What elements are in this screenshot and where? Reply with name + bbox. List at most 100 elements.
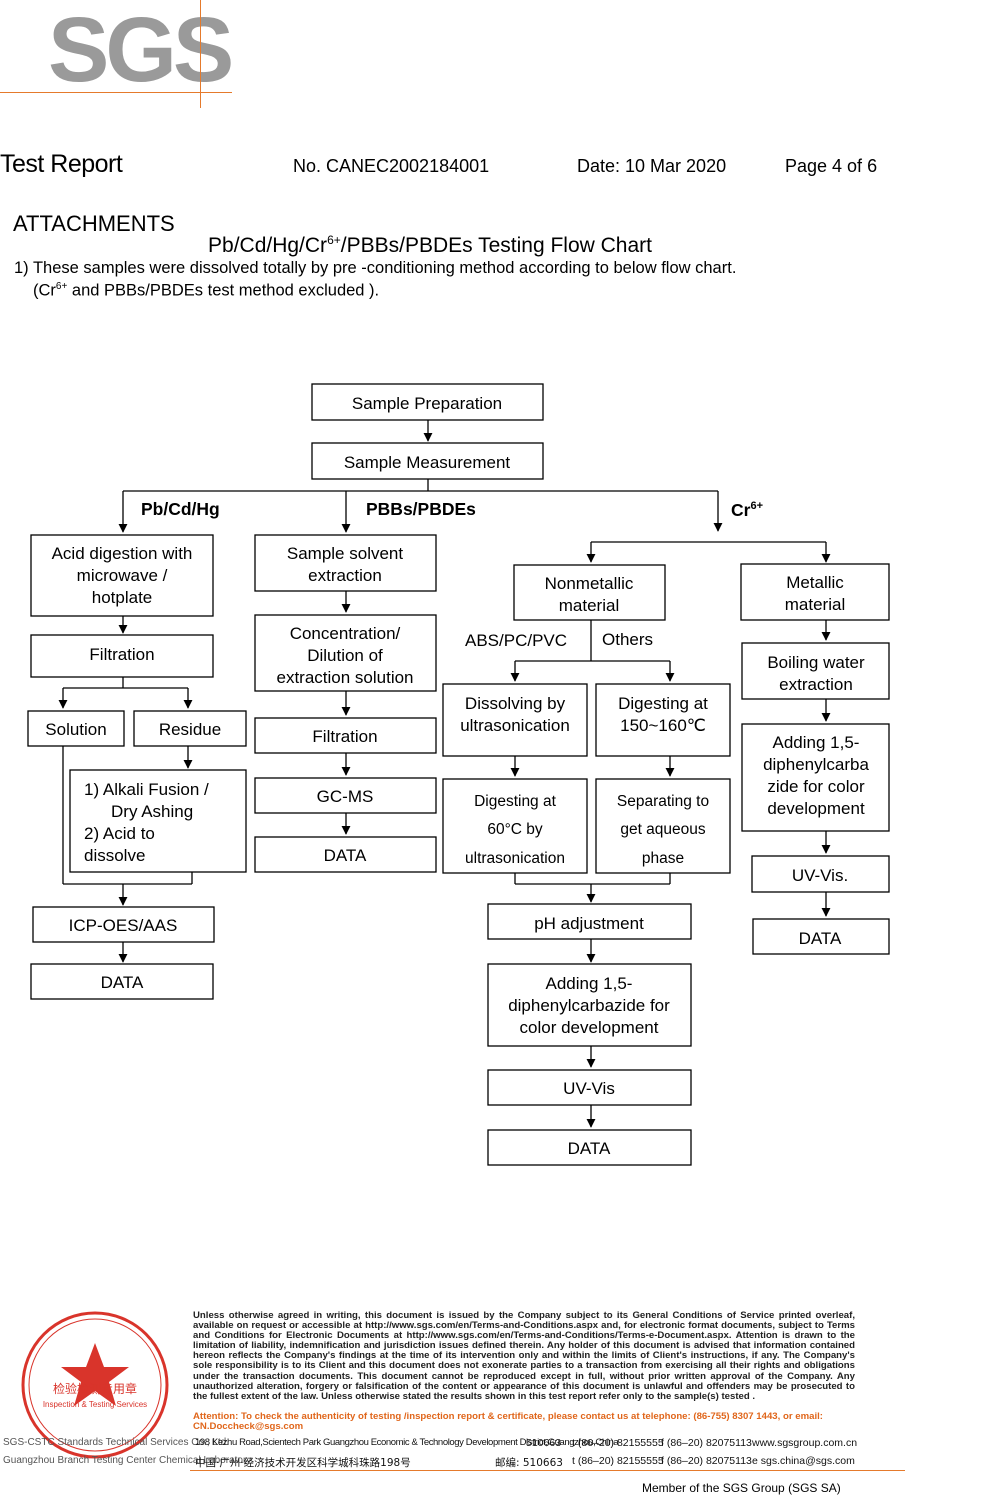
branch-cr-label: Cr6+	[731, 500, 763, 520]
metallic-box	[740, 563, 890, 621]
nonmetallic-line-1: Nonmetallic	[545, 574, 634, 593]
residue-step-line-3: 2) Acid to	[84, 824, 155, 843]
postcode-en: 510663	[526, 1437, 562, 1449]
email: e sgs.china@sgs.com	[752, 1455, 855, 1467]
digesting-150-line-1: Digesting at	[618, 694, 708, 713]
metallic-line-1: Metallic	[786, 573, 844, 592]
pbb-data-box	[254, 836, 437, 873]
company-seal: 检验检测专用章 Inspection & Testing Services	[21, 1311, 169, 1459]
footer-rule	[190, 1470, 905, 1471]
star-icon	[61, 1343, 129, 1406]
solution-box	[27, 710, 125, 747]
dissolving-line-1: Dissolving by	[465, 694, 566, 713]
digesting-60-line-1: Digesting at	[474, 793, 557, 810]
nonmetallic-box	[513, 564, 666, 621]
boiling-box	[741, 642, 890, 700]
digesting-150-box	[595, 683, 731, 757]
flowchart-note-1: 1) These samples were dissolved totally …	[14, 259, 737, 277]
icp-box	[32, 906, 215, 943]
attachments-heading: ATTACHMENTS	[13, 211, 175, 236]
company-name-2: Guangzhou Branch Testing Center Chemical…	[3, 1455, 254, 1466]
solvent-extraction-line-1: Sample solvent	[287, 544, 404, 563]
pbb-data-label: DATA	[324, 846, 367, 865]
adding-nm-line-1: Adding 1,5-	[546, 974, 633, 993]
phone: t (86–20) 82155555	[572, 1437, 664, 1449]
page-indicator: Page 4 of 6	[785, 156, 878, 176]
data-nm-box	[487, 1129, 692, 1166]
residue-step-line-4: dissolve	[84, 846, 145, 865]
adding-m-line-4: development	[767, 799, 865, 818]
branch-pbb-label: PBBs/PBDEs	[366, 499, 476, 519]
digesting-60-line-3: ultrasonication	[465, 850, 565, 867]
address-en: 198 Kezhu Road,Scientech Park Guangzhou …	[195, 1437, 619, 1448]
adding-nm-line-3: color development	[520, 1018, 659, 1037]
ph-adjustment-box	[487, 903, 692, 940]
fax-2: f (86–20) 82075113	[661, 1455, 752, 1467]
data-nm-label: DATA	[568, 1139, 611, 1158]
sample-preparation-label: Sample Preparation	[352, 394, 502, 413]
boiling-line-1: Boiling water	[767, 653, 865, 672]
flowchart-title: Pb/Cd/Hg/Cr6+/PBBs/PBDEs Testing Flow Ch…	[208, 233, 652, 257]
data-m-box	[752, 918, 890, 955]
website: www.sgsgroup.com.cn	[752, 1437, 858, 1449]
metallic-line-2: material	[785, 595, 845, 614]
gcms-label: GC-MS	[317, 787, 374, 806]
report-number: No. CANEC2002184001	[293, 156, 490, 176]
seal-line-2: Inspection & Testing Services	[43, 1400, 147, 1409]
residue-step-line-1: 1) Alkali Fusion /	[84, 780, 209, 799]
logo-rule-horizontal	[0, 92, 232, 93]
pbb-filtration-label: Filtration	[312, 727, 377, 746]
ph-adjustment-label: pH adjustment	[534, 914, 644, 933]
adding-m-box	[741, 723, 890, 832]
sample-measurement-label: Sample Measurement	[344, 453, 511, 472]
address-cn: 中国·广州·经济技术开发区科学城科珠路198号	[195, 1457, 411, 1469]
pb-filtration-box	[30, 634, 214, 678]
digesting-60-line-2: 60°C by	[487, 821, 543, 838]
icp-label: ICP-OES/AAS	[69, 916, 178, 935]
sample-preparation-box	[311, 383, 544, 421]
adding-m-line-3: zide for color	[767, 777, 865, 796]
solvent-extraction-line-2: extraction	[308, 566, 382, 585]
adding-nm-box	[487, 963, 692, 1047]
others-label: Others	[602, 630, 653, 649]
uvvis-m-label: UV-Vis.	[792, 866, 848, 885]
concentration-line-1: Concentration/	[290, 624, 401, 643]
residue-box	[133, 710, 247, 747]
acid-digestion-line-1: Acid digestion with	[52, 544, 193, 563]
flowchart-diagram: Sample Preparation Sample Measurement Pb…	[27, 383, 890, 1166]
logo-rule-vertical	[200, 0, 201, 108]
phone-2: t (86–20) 82155555	[572, 1455, 664, 1467]
dissolving-line-2: ultrasonication	[460, 716, 570, 735]
residue-steps-box	[69, 769, 247, 873]
dissolving-box	[442, 683, 588, 757]
nonmetallic-line-2: material	[559, 596, 619, 615]
digesting-60-box	[442, 778, 588, 874]
seal-line-1: 检验检测专用章	[53, 1381, 137, 1396]
report-date: Date: 10 Mar 2020	[577, 156, 727, 176]
company-name-1: SGS-CSTC Standards Technical Services Co…	[3, 1437, 230, 1448]
solution-label: Solution	[45, 720, 106, 739]
pbb-filtration-box	[254, 717, 437, 754]
concentration-line-3: extraction solution	[276, 668, 413, 687]
digesting-150-line-2: 150~160℃	[620, 716, 706, 735]
adding-m-line-1: Adding 1,5-	[773, 733, 860, 752]
fax: f (86–20) 82075113	[661, 1437, 752, 1449]
separating-line-3: phase	[642, 850, 684, 867]
uvvis-m-box	[751, 855, 890, 893]
concentration-line-2: Dilution of	[307, 646, 383, 665]
acid-digestion-box	[30, 534, 214, 617]
gcms-box	[254, 777, 437, 814]
abs-pc-pvc-label: ABS/PC/PVC	[465, 631, 567, 650]
pb-data-label: DATA	[101, 973, 144, 992]
solvent-extraction-box	[254, 534, 437, 592]
separating-line-2: get aqueous	[620, 821, 706, 838]
disclaimer-text: Unless otherwise agreed in writing, this…	[193, 1310, 855, 1402]
residue-label: Residue	[159, 720, 221, 739]
branch-pb-label: Pb/Cd/Hg	[141, 499, 220, 519]
acid-digestion-line-2: microwave /	[77, 566, 168, 585]
separating-box	[595, 778, 731, 874]
adding-nm-line-2: diphenylcarbazide for	[508, 996, 670, 1015]
sample-measurement-box	[311, 442, 544, 480]
sgs-logo: SGS	[48, 0, 234, 101]
concentration-box	[254, 614, 437, 692]
